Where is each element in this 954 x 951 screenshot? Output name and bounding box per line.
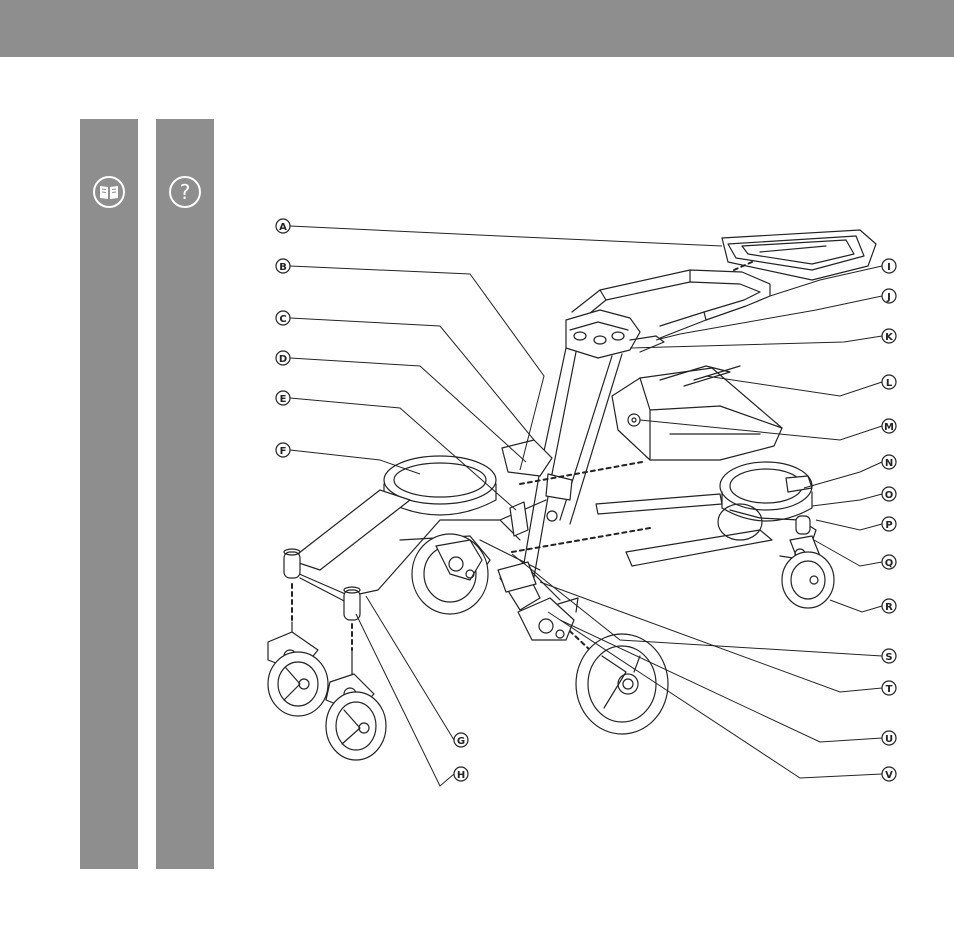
handle-console: [566, 310, 664, 358]
callout-k: K: [885, 332, 894, 343]
callout-c: C: [279, 314, 286, 325]
rear-wheel-left: [412, 534, 488, 614]
storage-basket: [612, 366, 782, 460]
callout-e: E: [280, 394, 287, 405]
callout-u: U: [885, 734, 893, 745]
callout-t: T: [886, 684, 893, 695]
front-caster-wheel-right: [326, 650, 386, 760]
callout-a: A: [279, 222, 287, 233]
rear-wheel-main: [500, 570, 668, 734]
callout-h: H: [457, 770, 465, 781]
callout-i: I: [887, 262, 891, 273]
seat-base-module: [596, 462, 834, 608]
callout-v: V: [885, 770, 893, 781]
callout-d: D: [279, 354, 287, 365]
front-caster-wheel-left: [268, 622, 328, 716]
callout-p: P: [885, 520, 892, 531]
callout-m: M: [884, 422, 894, 433]
callout-r: R: [885, 602, 893, 613]
callout-l: L: [886, 378, 893, 389]
callout-g: G: [457, 736, 465, 747]
callout-n: N: [885, 458, 893, 469]
callout-s: S: [885, 652, 892, 663]
callout-f: F: [280, 446, 287, 457]
callout-q: Q: [885, 558, 894, 569]
callout-o: O: [885, 490, 894, 501]
callout-j: J: [886, 292, 891, 303]
callout-b: B: [279, 262, 287, 273]
